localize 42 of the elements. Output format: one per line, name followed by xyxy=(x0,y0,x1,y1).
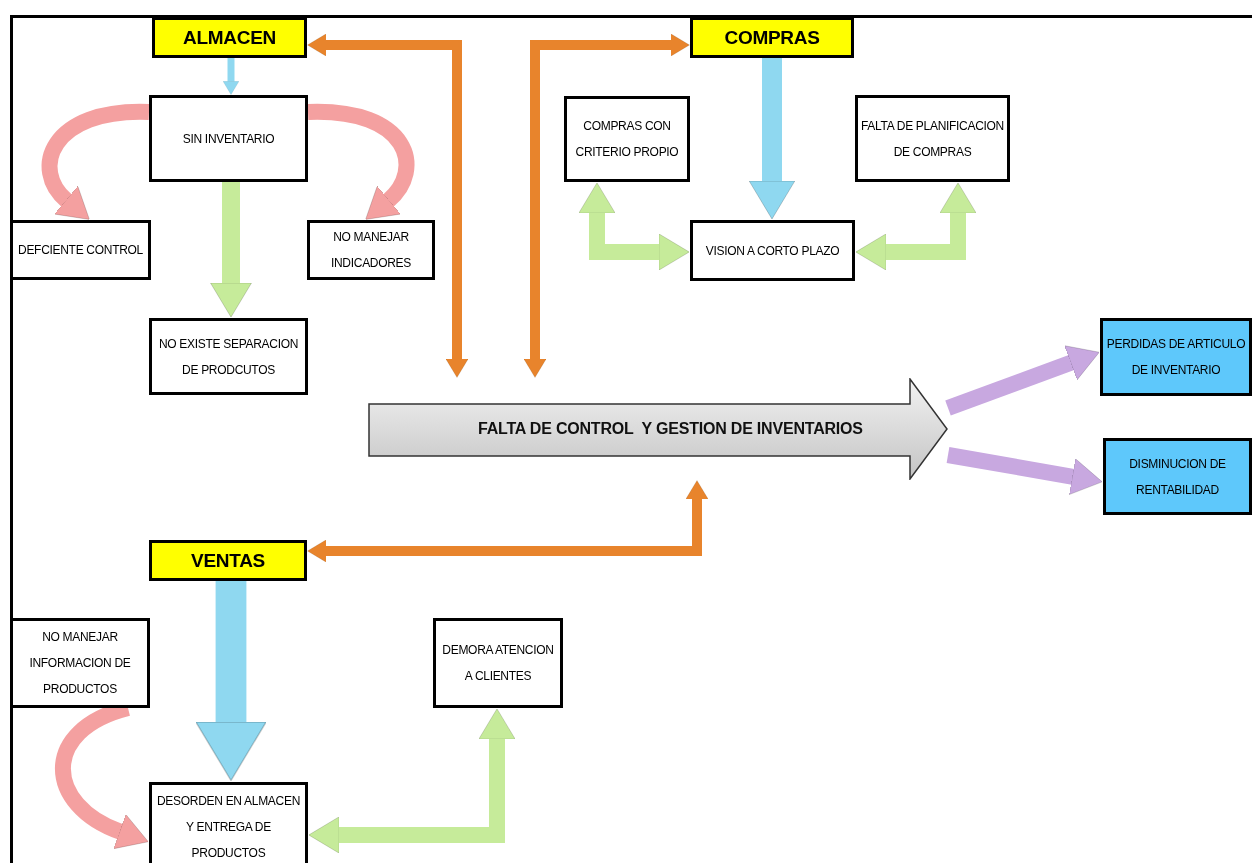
box-text: NO EXISTE SEPARACION DE PRODCUTOS xyxy=(157,335,300,379)
block-arrow xyxy=(210,182,252,318)
box-text: FALTA DE PLANIFICACION DE COMPRAS xyxy=(861,117,1004,161)
category-header xyxy=(149,540,307,581)
box-text: VISION A CORTO PLAZO xyxy=(705,242,840,260)
box-text: NO MANEJAR INDICADORES xyxy=(329,229,412,272)
cause-box xyxy=(433,618,563,708)
block-arrow xyxy=(523,33,690,378)
block-arrow xyxy=(307,33,469,378)
box-text: ALMACEN xyxy=(183,26,276,49)
block-arrow xyxy=(748,58,796,220)
cause-box xyxy=(149,318,308,395)
block-arrow xyxy=(946,447,1103,495)
box-text: DEMORA ATENCION A CLIENTES xyxy=(441,642,555,685)
result-box xyxy=(1100,318,1252,396)
cause-box xyxy=(149,95,308,182)
cause-box xyxy=(10,618,150,708)
box-text: COMPRAS CON CRITERIO PROPIO xyxy=(574,118,680,161)
category-header xyxy=(690,17,854,58)
box-text: COMPRAS xyxy=(724,26,820,49)
arrow-text: FALTA DE CONTROL Y GESTION DE INVENTARIOS xyxy=(478,420,863,438)
block-arrow xyxy=(945,345,1100,416)
cause-box xyxy=(149,782,308,863)
cause-box xyxy=(564,96,690,182)
block-arrow xyxy=(855,182,977,271)
block-arrow xyxy=(222,58,240,95)
category-header xyxy=(152,17,307,58)
box-text: DEFCIENTE CONTROL xyxy=(18,242,143,259)
box-text: SIN INVENTARIO xyxy=(182,130,275,148)
block-arrow xyxy=(578,182,690,271)
box-text: DESORDEN EN ALMACEN Y ENTREGA DE PRODUCTOS xyxy=(156,793,301,862)
cause-box xyxy=(10,220,151,280)
box-text: VENTAS xyxy=(191,549,265,572)
cause-box xyxy=(855,95,1010,182)
cause-box xyxy=(690,220,855,281)
box-text: DISMINUCION DE RENTABILIDAD xyxy=(1128,455,1227,499)
block-arrow xyxy=(307,480,709,563)
cause-box xyxy=(307,220,435,280)
result-box xyxy=(1103,438,1252,515)
box-text: PERDIDAS DE ARTICULO DE INVENTARIO xyxy=(1106,336,1246,379)
box-text: NO MANEJAR INFORMACION DE PRODUCTOS xyxy=(28,629,132,698)
block-arrow xyxy=(308,708,516,854)
